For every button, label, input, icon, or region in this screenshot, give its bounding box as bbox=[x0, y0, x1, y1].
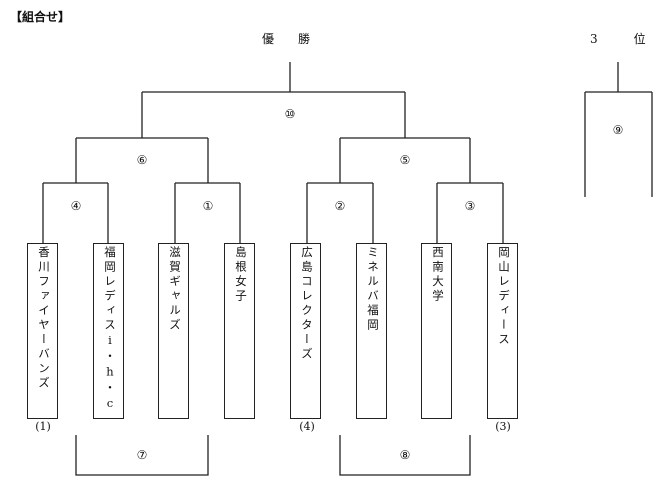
team-name: 島根女子 bbox=[234, 246, 248, 304]
match-4: ④ bbox=[70, 199, 82, 213]
team-name: 滋賀ギャルズ bbox=[168, 246, 182, 333]
match-1: ① bbox=[202, 199, 214, 213]
section-title: 【組合せ】 bbox=[10, 10, 71, 24]
match-2: ② bbox=[334, 199, 346, 213]
third-place-label: 3 位 bbox=[590, 32, 646, 46]
team-name: 広島コレクターズ bbox=[300, 246, 314, 362]
team-name: 香川ファイヤーバンズ bbox=[37, 246, 51, 391]
match-8: ⑧ bbox=[399, 448, 411, 462]
match-3: ③ bbox=[464, 199, 476, 213]
seed-label: (1) bbox=[35, 420, 51, 433]
match-5: ⑤ bbox=[399, 153, 411, 167]
team-name: 西南大学 bbox=[431, 246, 445, 304]
team-box: 岡山レディース bbox=[487, 243, 518, 419]
match-6: ⑥ bbox=[136, 153, 148, 167]
match-7: ⑦ bbox=[136, 448, 148, 462]
team-box: 滋賀ギャルズ bbox=[158, 243, 189, 419]
team-box: ミネルバ福岡 bbox=[356, 243, 387, 419]
team-box: 福岡レディスi・h・c bbox=[93, 243, 124, 419]
team-name: ミネルバ福岡 bbox=[366, 246, 380, 333]
match-9: ⑨ bbox=[612, 123, 624, 137]
team-box: 広島コレクターズ bbox=[290, 243, 321, 419]
team-box: 西南大学 bbox=[421, 243, 452, 419]
team-name: 福岡レディスi・h・c bbox=[103, 246, 117, 413]
team-box: 島根女子 bbox=[224, 243, 255, 419]
match-10: ⑩ bbox=[284, 107, 296, 121]
seed-label: (3) bbox=[495, 420, 511, 433]
team-box: 香川ファイヤーバンズ bbox=[27, 243, 58, 419]
seed-label: (4) bbox=[299, 420, 315, 433]
team-name: 岡山レディース bbox=[497, 246, 511, 348]
champion-label: 優 勝 bbox=[262, 32, 311, 46]
